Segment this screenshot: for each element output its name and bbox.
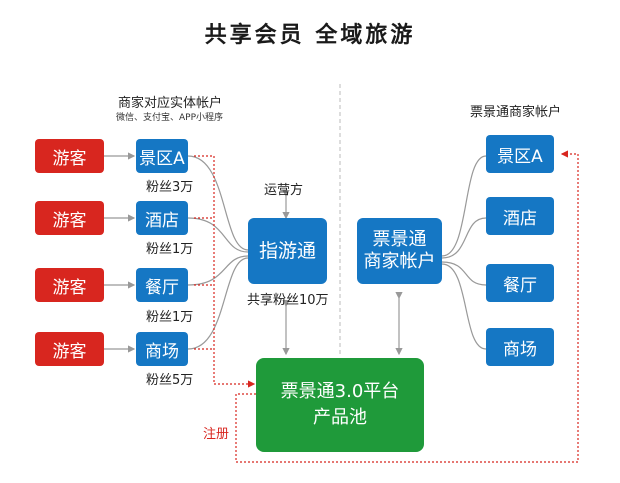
- left-caption: 商家对应实体帐户: [118, 96, 223, 111]
- left-curve-2: [187, 217, 249, 253]
- left-merchant-hotel-fans: 粉丝1万: [146, 242, 194, 257]
- hub-box: 指游通: [248, 218, 327, 284]
- left-curve-4: [187, 257, 249, 350]
- left-merchant-mall: 商场: [136, 332, 188, 366]
- register-label: 注册: [203, 427, 230, 442]
- right-merchant-scenic: 景区A: [486, 135, 554, 173]
- right-merchant-restaurant: 餐厅: [486, 264, 554, 302]
- left-merchant-scenic-fans: 粉丝3万: [146, 180, 194, 195]
- account-box: 票景通 商家帐户: [357, 218, 442, 284]
- right-caption: 票景通商家帐户: [470, 105, 562, 120]
- left-merchant-hotel: 酒店: [136, 201, 188, 235]
- visitor-box-4: 游客: [35, 332, 104, 366]
- visitor-box-3: 游客: [35, 268, 104, 302]
- right-curve-3: [441, 261, 487, 286]
- right-merchant-hotel: 酒店: [486, 197, 554, 235]
- right-curve-2: [441, 217, 487, 259]
- account-line-2: 商家帐户: [363, 251, 436, 272]
- page-title: 共享会员 全域旅游: [204, 23, 416, 48]
- right-curve-1: [441, 155, 487, 257]
- platform-box: 票景通3.0平台 产品池: [256, 358, 424, 452]
- left-merchant-restaurant-fans: 粉丝1万: [146, 310, 194, 325]
- left-merchant-scenic: 景区A: [136, 139, 188, 173]
- left-merchant-restaurant: 餐厅: [136, 268, 188, 302]
- visitor-box-2: 游客: [35, 201, 104, 235]
- left-register-arrow: [194, 155, 256, 388]
- left-merchant-mall-fans: 粉丝5万: [146, 373, 194, 388]
- shared-fans-label: 共享粉丝10万: [247, 293, 329, 308]
- account-line-1: 票景通: [372, 229, 427, 250]
- right-curve-4: [441, 263, 487, 350]
- operator-label: 运营方: [264, 183, 304, 198]
- platform-line-1: 票景通3.0平台: [280, 381, 400, 402]
- left-curve-1: [187, 155, 249, 251]
- visitor-box-1: 游客: [35, 139, 104, 173]
- left-sub-caption: 微信、支付宝、APP小程序: [116, 113, 224, 123]
- left-curve-3: [187, 255, 249, 286]
- right-register-arrow: [235, 150, 579, 463]
- right-merchant-mall: 商场: [486, 328, 554, 366]
- platform-line-2: 产品池: [313, 407, 367, 428]
